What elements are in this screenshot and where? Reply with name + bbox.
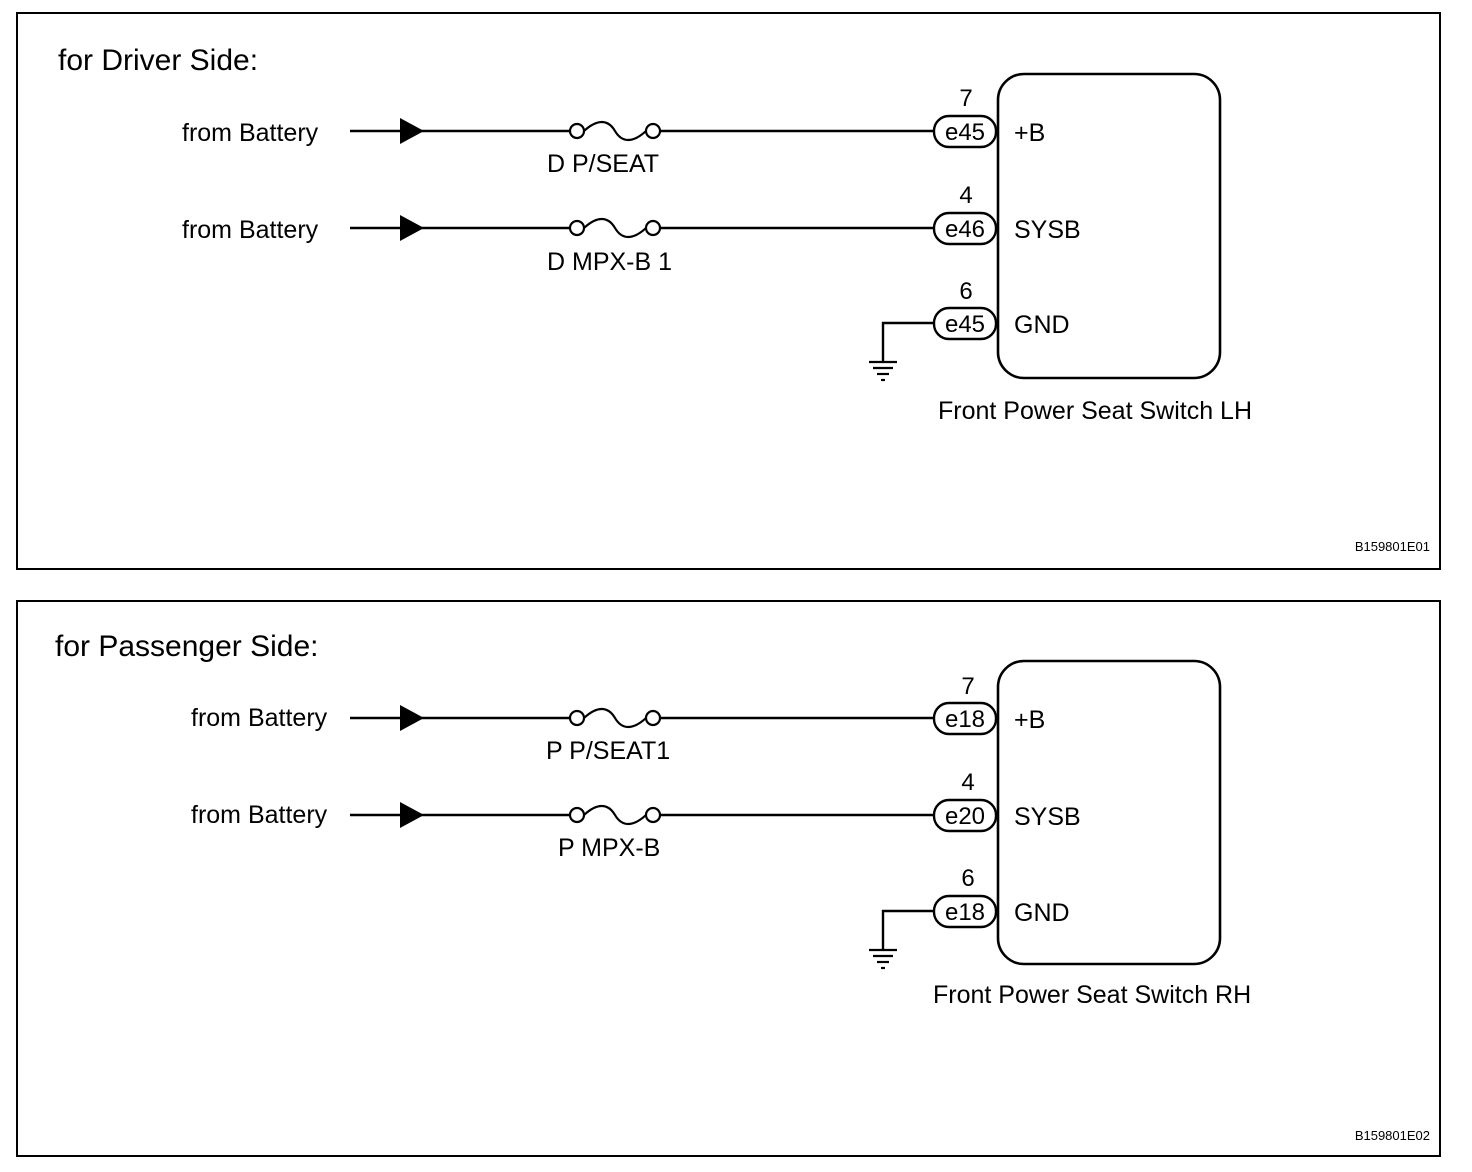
passenger-figure-code: B159801E02 (1355, 1128, 1430, 1143)
connector-icon (932, 306, 998, 341)
connector-icon (932, 894, 998, 929)
driver-circuit-sysb: from Battery D MPX-B 1 4 e46 SYSB (182, 182, 1081, 276)
passenger-circuit-1-fuse: P P/SEAT1 (546, 737, 670, 765)
driver-circuit-2-connector: e46 (945, 216, 985, 243)
passenger-circuit-2-terminal: SYSB (1014, 803, 1081, 831)
front-power-seat-switch-rh-box (996, 659, 1222, 966)
driver-circuit-2-terminal: SYSB (1014, 216, 1081, 244)
passenger-circuit-2-connector: e20 (945, 803, 985, 830)
ground-icon (867, 948, 899, 970)
connector-icon (932, 114, 998, 149)
arrow-icon (400, 705, 424, 731)
passenger-circuit-1-connector: e18 (945, 706, 985, 733)
passenger-ground-pin: 6 (961, 865, 974, 892)
driver-circuit-1-source: from Battery (182, 119, 319, 147)
ground-icon (867, 360, 899, 382)
front-power-seat-switch-lh-box (996, 72, 1222, 380)
passenger-circuit-b: from Battery P P/SEAT1 7 e18 +B (191, 673, 1045, 765)
driver-circuit-1-connector: e45 (945, 119, 985, 146)
driver-ground-pin: 6 (959, 278, 972, 305)
passenger-circuit-sysb: from Battery P MPX-B 4 e20 SYSB (191, 769, 1081, 862)
passenger-circuit-2-pin: 4 (961, 769, 974, 796)
connector-icon (932, 211, 998, 246)
fuse-icon (568, 707, 662, 729)
driver-circuit-2-pin: 4 (959, 182, 972, 209)
passenger-circuit-2-fuse: P MPX-B (558, 834, 660, 862)
passenger-circuit-2-source: from Battery (191, 801, 328, 829)
driver-panel-title: for Driver Side: (58, 44, 258, 77)
driver-circuit-b: from Battery D P/SEAT 7 e45 +B (182, 85, 1045, 178)
passenger-circuit-1-pin: 7 (961, 673, 974, 700)
connector-icon (932, 701, 998, 736)
passenger-ground-connector: e18 (945, 899, 985, 926)
driver-circuit-2-source: from Battery (182, 216, 319, 244)
passenger-component-label: Front Power Seat Switch RH (933, 981, 1251, 1009)
passenger-diagram: for Passenger Side: from Battery P P/SEA… (55, 630, 1430, 1143)
driver-ground-connector: e45 (945, 311, 985, 338)
driver-circuit-1-terminal: +B (1014, 119, 1045, 147)
passenger-circuit-1-source: from Battery (191, 704, 328, 732)
passenger-circuit-1-terminal: +B (1014, 706, 1045, 734)
driver-circuit-2-fuse: D MPX-B 1 (547, 248, 672, 276)
driver-component-label: Front Power Seat Switch LH (938, 397, 1252, 425)
driver-ground-terminal: GND (1014, 311, 1070, 339)
driver-circuit-1-fuse: D P/SEAT (547, 150, 659, 178)
arrow-icon (400, 215, 424, 241)
arrow-icon (400, 118, 424, 144)
connector-icon (932, 798, 998, 833)
driver-diagram: for Driver Side: from Battery D P/SEAT 7… (58, 44, 1430, 554)
fuse-icon (568, 217, 662, 239)
driver-ground-circuit: 6 e45 GND (867, 278, 1070, 382)
driver-circuit-1-pin: 7 (959, 85, 972, 112)
driver-figure-code: B159801E01 (1355, 539, 1430, 554)
passenger-ground-circuit: 6 e18 GND (867, 865, 1070, 970)
arrow-icon (400, 802, 424, 828)
fuse-icon (568, 120, 662, 142)
passenger-ground-terminal: GND (1014, 899, 1070, 927)
fuse-icon (568, 804, 662, 826)
passenger-panel-title: for Passenger Side: (55, 630, 318, 663)
